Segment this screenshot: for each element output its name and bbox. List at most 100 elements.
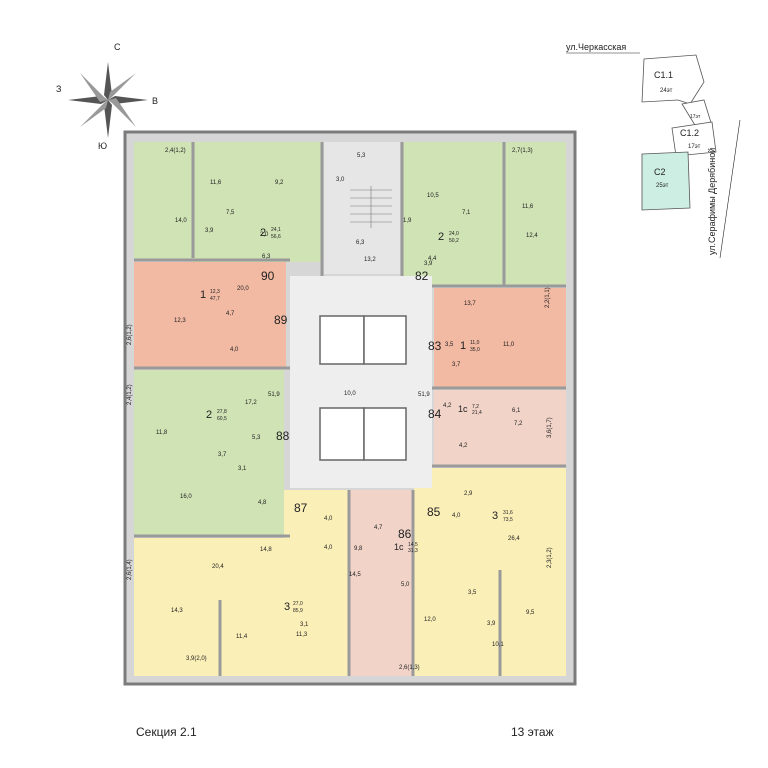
room-area-label: 3,0 [336,177,345,183]
room-area-label: 9,2 [275,180,284,186]
room-area-label: 9,5 [526,610,535,616]
building-note-17: 17эт [690,114,701,120]
room-area-label: 14,0 [175,218,187,224]
room-area-label: 3,5 [445,342,454,348]
apt-83-area2: 35,0 [470,347,480,353]
building-c2-name: С2 [654,167,666,177]
apt-89-area2: 47,7 [210,296,220,302]
room-area-label: 4,0 [324,545,333,551]
apt-87-area2: 85,9 [293,608,303,614]
apartment-labels: 90 2 24,1 56,6 89 1 12,3 47,7 88 2 27,8 … [200,227,513,614]
apt-82-rooms: 2 [438,231,444,243]
apt-84-rooms: 1с [458,404,468,414]
lift-1 [319,315,365,365]
room-area-label: 7,1 [462,210,471,216]
building-c2-floors: 25эт [656,183,669,189]
room-area-label: 12,0 [424,617,436,623]
room-area-label: 14,5 [349,572,361,578]
room-area-label: 2,6(1,3) [399,665,420,671]
apt-88-rooms: 2 [206,409,212,421]
compass-west: З [56,84,61,94]
apt-82-area1: 24,0 [449,231,459,237]
apt-85-no: 85 [427,505,441,519]
apt-83-rooms: 1 [460,340,466,352]
apt-90-no: 90 [261,269,275,283]
room-area-label: 4,7 [226,311,235,317]
room-area-label: 4,0 [452,513,461,519]
room-area-label: 4,7 [374,525,383,531]
room-area-label: 5,0 [401,582,410,588]
room-area-label: 4,4 [428,256,437,262]
apartment-87-ext [284,490,348,540]
apt-85-area2: 73,5 [503,517,513,523]
apartment-85 [414,468,566,676]
room-area-label: 3,9(2,0) [186,656,207,662]
room-area-label: 6,3 [262,254,271,260]
room-area-label: 3,9 [424,261,433,267]
apt-90-area1: 24,1 [271,227,281,233]
apartment-82 [402,142,566,286]
building-c12-name: С1.2 [680,128,699,138]
room-area-label: 2,2(1,1) [545,287,551,308]
room-area-label: 11,4 [236,634,248,640]
room-area-label: 13,7 [464,301,476,307]
room-area-label: 3,9 [487,621,496,627]
section-caption: Секция 2.1 [136,725,197,739]
room-area-label: 7,5 [226,210,235,216]
compass-north: С [114,42,121,52]
apt-90-area2: 56,6 [271,234,281,240]
apt-86-area1: 14,5 [408,542,418,548]
room-area-label: 3,6(1,7) [547,417,553,438]
apt-84-no: 84 [428,407,442,421]
room-area-label: 13,2 [364,257,376,263]
room-area-label: 2,4(1,2) [127,384,133,405]
room-area-label: 11,6 [522,204,534,210]
room-area-label: 11,6 [210,180,222,186]
apt-85-area1: 31,6 [503,510,513,516]
partition-walls [134,142,566,676]
room-area-label: 12,3 [174,318,186,324]
lift-3 [319,407,365,461]
room-area-label: 10,1 [492,642,504,648]
apt-85-rooms: 3 [492,510,498,522]
room-area-label: 11,0 [503,342,515,348]
apt-86-no: 86 [398,527,412,541]
apt-83-no: 83 [428,339,442,353]
room-area-label: 51,9 [268,392,280,398]
room-area-label: 3,9 [205,228,214,234]
street-label-cherkasskaya: ул.Черкасская [566,42,626,52]
room-area-label: 7,2 [514,421,523,427]
room-area-label: 2,3(1,2) [547,547,553,568]
room-area-label: 11,3 [296,632,308,638]
room-area-label: 4,0 [230,347,239,353]
room-area-label: 4,0 [324,516,333,522]
apartment-86 [350,490,412,676]
apartment-83 [434,288,566,388]
room-area-label: 5,3 [252,435,261,441]
apt-88-area1: 27,8 [217,409,227,415]
apt-84-area2: 21,4 [472,410,482,416]
room-area-label: 20,0 [237,286,249,292]
apartment-87 [134,538,348,676]
room-area-label: 26,4 [508,536,520,542]
stairwell [324,142,400,274]
apt-84-area1: 7,2 [472,404,479,410]
room-area-label: 9,8 [354,546,363,552]
room-area-label: 3,1 [300,622,309,628]
apartment-90-ext [193,142,321,262]
room-area-label: 2,6(1,2) [127,324,133,345]
apartment-88 [134,370,284,535]
apt-90-rooms: 2 [260,227,266,239]
room-area-label: 11,8 [156,430,168,436]
building-c11-floors: 24эт [660,88,673,94]
room-area-label: 10,0 [344,391,356,397]
stairs-icon [350,186,392,228]
room-area-label: 6,3 [356,240,365,246]
site-plan: ул.Черкасская С1.1 24эт 17эт С1.2 17эт С… [566,42,741,259]
room-area-label: 3,1 [238,466,247,472]
apt-89-no: 89 [274,313,288,327]
room-area-label: 2,7(1,3) [512,148,533,154]
compass-rose: С Ю З В [56,42,158,151]
apt-87-area1: 27,0 [293,601,303,607]
room-area-label: 6,1 [512,408,521,414]
